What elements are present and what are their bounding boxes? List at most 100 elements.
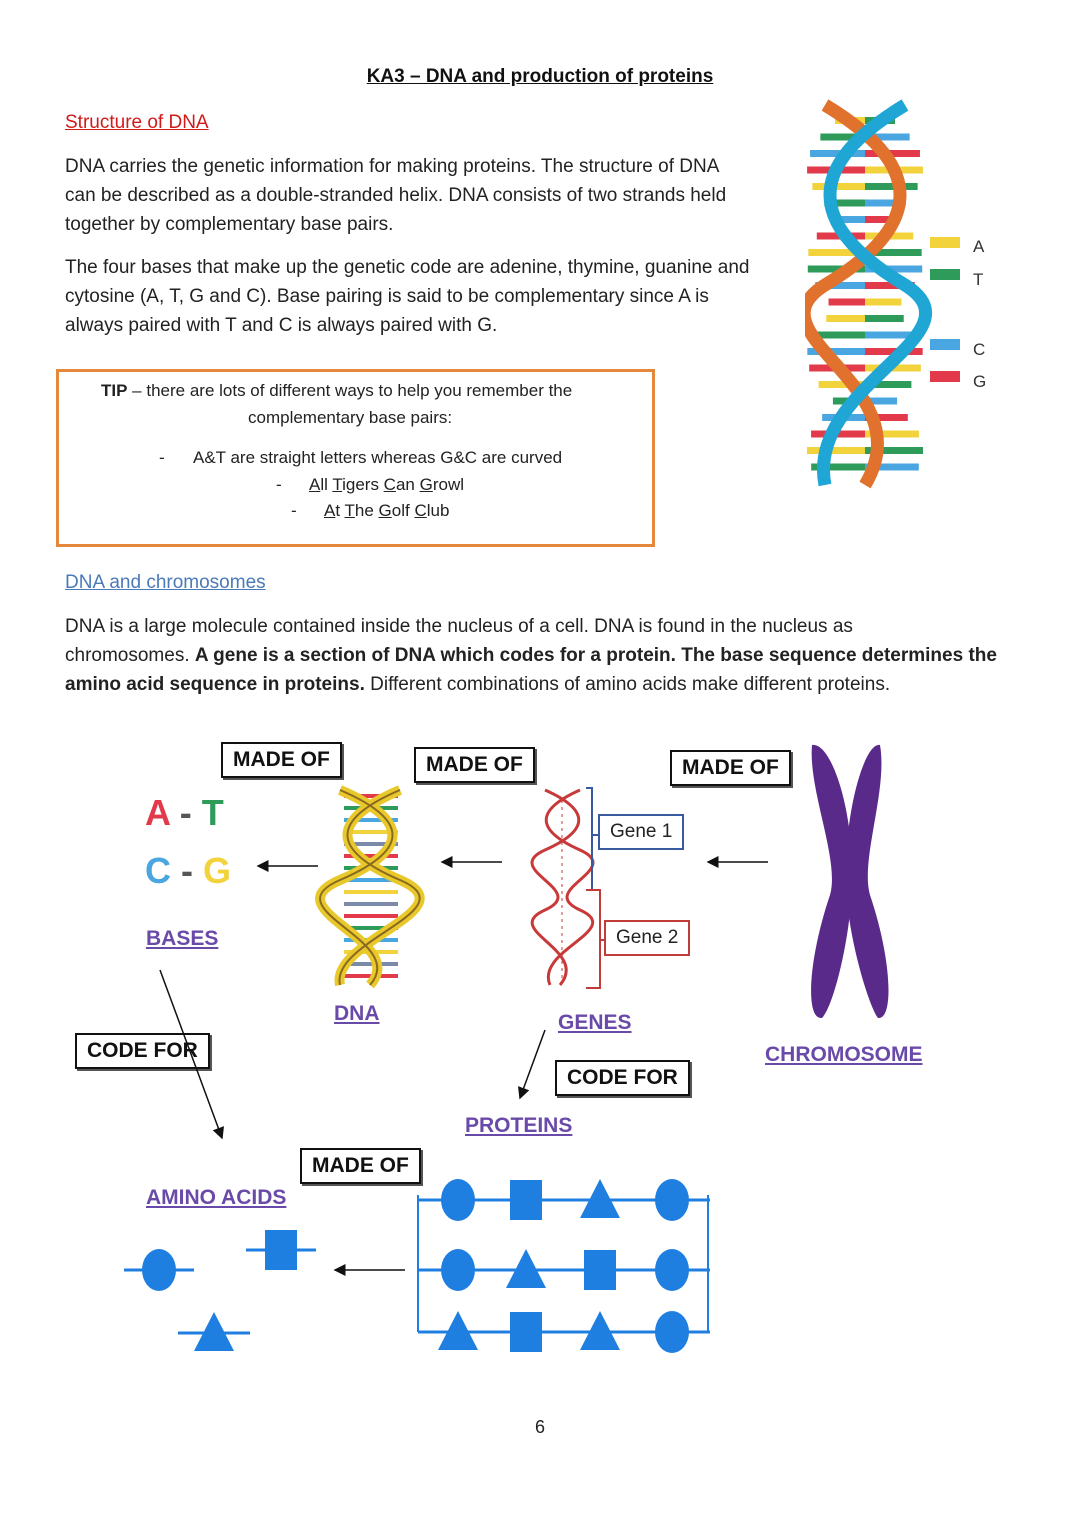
protein-chains [417, 1179, 710, 1353]
text-line: DNA is a large molecule contained inside… [65, 616, 853, 637]
amino-acid-shapes [124, 1230, 316, 1351]
helix-rung [807, 447, 865, 454]
helix-rung [865, 216, 900, 223]
helix-rung [865, 463, 919, 471]
legend-bar-t [930, 269, 960, 280]
helix-rung [865, 249, 922, 256]
label-amino-acids: AMINO ACIDS [146, 1186, 287, 1209]
legend-letter-g: G [973, 372, 986, 391]
helix-rung [865, 150, 920, 157]
text-line: can be described as a double-stranded he… [65, 185, 727, 206]
code-for-label-2: CODE FOR [555, 1060, 690, 1096]
gene-2-box: Gene 2 [604, 920, 691, 956]
legend-letter-c: C [973, 340, 985, 359]
helix-rung [828, 298, 865, 306]
protein-bracket [417, 1195, 709, 1332]
helix-rung [865, 183, 918, 190]
helix-rung [865, 381, 912, 388]
square-shape [510, 1312, 542, 1352]
legend-bar-g [930, 371, 960, 382]
helix-rung [865, 282, 915, 289]
genes-helix [530, 788, 595, 986]
helix-rung [811, 463, 865, 471]
chromosomes-paragraph: DNA is a large molecule contained inside… [65, 612, 1025, 699]
made-of-label-4: MADE OF [300, 1148, 421, 1184]
chromosome-image [811, 744, 889, 1019]
base-legend: A T C G [930, 237, 986, 391]
page-title: KA3 – DNA and production of proteins [366, 66, 714, 87]
triangle-shape [438, 1311, 478, 1350]
helix-rung [865, 447, 923, 454]
tip-bullet-2: All Tigers Can Growl [309, 475, 464, 494]
circle-shape [441, 1179, 475, 1221]
text-line: amino acid sequence in proteins. Differe… [65, 674, 891, 695]
tip-dash-3: - [291, 501, 297, 520]
helix-rung [830, 216, 865, 223]
gene-2-bracket [586, 889, 601, 989]
text-line: together by complementary base pairs. [65, 214, 394, 235]
label-bases: BASES [146, 927, 219, 950]
helix-rung [818, 381, 865, 388]
dna-helix-diagram [315, 785, 425, 989]
helix-rung [865, 199, 906, 207]
helix-rung [865, 397, 898, 405]
triangle-shape [506, 1249, 546, 1288]
diagram-graphics [124, 744, 889, 1353]
text-line: The four bases that make up the genetic … [65, 257, 750, 278]
helix-rung [807, 265, 865, 273]
helix-rung [865, 331, 917, 339]
circle-shape [441, 1249, 475, 1291]
section-heading-structure: Structure of DNA [65, 112, 209, 133]
circle-shape [655, 1249, 689, 1291]
legend-bar-c [930, 339, 960, 350]
helix-rung [808, 249, 865, 256]
triangle-shape [194, 1312, 234, 1351]
legend-letter-t: T [973, 270, 983, 289]
helix-rung [865, 430, 919, 438]
tip-line-1: TIP – there are lots of different ways t… [101, 381, 573, 400]
helix-rung [812, 183, 865, 190]
helix-rung [865, 414, 908, 421]
circle-shape [142, 1249, 176, 1291]
triangle-shape [580, 1311, 620, 1350]
circle-shape [655, 1311, 689, 1353]
helix-rung [820, 133, 865, 141]
text-line: chromosomes. A gene is a section of DNA … [65, 645, 997, 666]
dna-helix-image: A T C G [805, 99, 986, 489]
text-line: always paired with T and C is always pai… [65, 315, 498, 336]
made-of-label-2: MADE OF [414, 747, 535, 783]
helix-rung [865, 133, 910, 141]
helix-rung [865, 315, 904, 322]
made-of-label-3: MADE OF [670, 750, 791, 786]
tip-dash-1: - [159, 448, 165, 467]
arrow-bases-to-amino [159, 969, 224, 1140]
tip-label: TIP [101, 381, 128, 400]
label-dna: DNA [334, 1002, 380, 1025]
tip-bullet-3: At The Golf Club [324, 501, 450, 520]
legend-letter-a: A [973, 237, 985, 256]
helix-rung [824, 199, 865, 207]
square-shape [510, 1180, 542, 1220]
base-pair-cg: C - G [145, 850, 232, 891]
tip-dash-2: - [276, 475, 282, 494]
helix-rung [865, 265, 923, 273]
page-number: 6 [534, 1417, 545, 1437]
label-genes: GENES [558, 1011, 632, 1034]
gene-1-box: Gene 1 [598, 814, 685, 850]
base-pair-at: A - T [145, 792, 224, 833]
text-line: cytosine (A, T, G and C). Base pairing i… [65, 286, 709, 307]
label-chromosome: CHROMOSOME [765, 1043, 923, 1066]
helix-rung [810, 150, 865, 157]
text-line: DNA carries the genetic information for … [65, 156, 720, 177]
triangle-shape [580, 1179, 620, 1218]
helix-rung [807, 348, 865, 355]
helix-rung [865, 298, 902, 306]
helix-rung [815, 282, 865, 289]
square-shape [265, 1230, 297, 1270]
circle-shape [655, 1179, 689, 1221]
code-for-label-1: CODE FOR [75, 1033, 210, 1069]
square-shape [584, 1250, 616, 1290]
label-proteins: PROTEINS [465, 1114, 573, 1137]
structure-paragraph-2: The four bases that make up the genetic … [65, 253, 749, 340]
tip-bullet-1: A&T are straight letters whereas G&C are… [193, 448, 563, 467]
